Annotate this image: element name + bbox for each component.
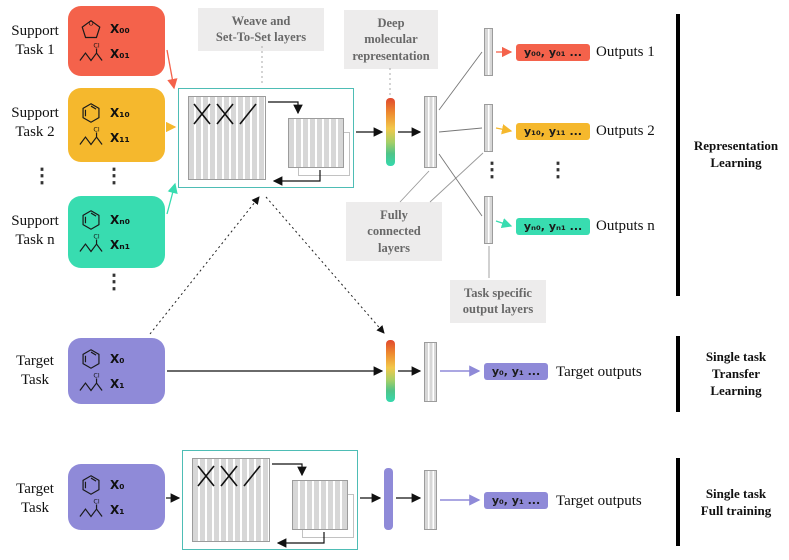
molecule-row: X₀	[68, 473, 165, 497]
representation-section-label: Representation Learning	[693, 138, 779, 170]
molecule-chain-icon	[79, 232, 103, 252]
transfer-fc-bars	[424, 342, 437, 402]
arrow-support1-to-encoder	[166, 49, 178, 90]
molecule-row: X₁₀	[68, 101, 165, 125]
input-label: X₀₁	[110, 46, 130, 61]
vertical-ellipsis: ⋮	[32, 165, 52, 187]
target-task-transfer-molecules: X₀ X₁	[68, 338, 165, 404]
full-section-bar	[676, 458, 680, 546]
deep-representation-note: Deep molecular representation	[344, 10, 438, 69]
support-task-1-label: Support Task 1	[11, 23, 59, 58]
vertical-ellipsis: ⋮	[548, 159, 568, 181]
input-label: X₀₀	[110, 21, 130, 36]
input-label: X₁	[110, 376, 125, 391]
target-outputs-full-text: Target outputs	[556, 493, 642, 509]
molecule-row: X₀	[68, 347, 165, 371]
support-task-2-molecules: X₁₀ X₁₁	[68, 88, 165, 162]
outputs-1-text: Outputs 1	[596, 44, 655, 60]
input-label: X₁₁	[110, 130, 130, 145]
vertical-ellipsis: ⋮	[104, 165, 124, 187]
atom-pair-marks-icon	[193, 103, 257, 125]
full-fc-bars	[424, 470, 437, 530]
input-label: X₀	[110, 351, 125, 366]
target-outputs-full-badge: y₀, y₁ ...	[484, 492, 548, 509]
set2set-layer-bars-full	[292, 480, 348, 530]
molecule-ring-icon	[82, 348, 100, 369]
fully-connected-bars	[424, 96, 437, 168]
set2set-layer-bars	[288, 118, 344, 168]
molecule-row: X₁₁	[68, 125, 165, 150]
support-task-2-label: Support Task 2	[11, 105, 59, 140]
outputs-2-badge: y₁₀, y₁₁ ...	[516, 123, 590, 140]
target-outputs-transfer-text: Target outputs	[556, 364, 642, 380]
outputs-n-badge: yₙ₀, yₙ₁ ...	[516, 218, 590, 235]
target-task-full-label: Target Task	[16, 481, 54, 516]
molecule-pentagon-icon	[81, 18, 101, 38]
line-fully-note-1	[399, 170, 430, 203]
transfer-section-bar	[676, 336, 680, 412]
line-fully-note-2	[429, 152, 484, 203]
support-task-n-molecules: Xₙ₀ Xₙ₁	[68, 196, 165, 268]
dotted-arrow-target-to-encoder	[149, 196, 260, 335]
molecule-ring-icon	[82, 102, 100, 123]
molecule-ring-icon	[82, 209, 100, 230]
molecule-chain-icon	[79, 497, 103, 517]
target-task-full-molecules: X₀ X₁	[68, 464, 165, 530]
arrow-supportn-to-encoder	[166, 182, 178, 215]
input-label: X₁	[110, 502, 125, 517]
molecule-row: X₀₁	[68, 41, 165, 66]
target-outputs-transfer-badge: y₀, y₁ ...	[484, 363, 548, 380]
outputs-n-text: Outputs n	[596, 218, 655, 234]
line-fc-to-taskn	[438, 153, 483, 217]
task1-output-layer-bar	[484, 28, 493, 76]
molecule-chain-icon	[79, 371, 103, 391]
task2-output-layer-bar	[484, 104, 493, 152]
taskn-output-layer-bar	[484, 196, 493, 244]
full-section-label: Single task Full training	[700, 486, 772, 518]
transfer-embedding-bar	[386, 340, 395, 402]
support-task-n-label: Support Task n	[11, 213, 59, 248]
molecule-ring-icon	[82, 474, 100, 495]
weave-note: Weave and Set-To-Set layers	[198, 8, 324, 51]
input-label: X₀	[110, 477, 125, 492]
molecule-chain-icon	[79, 41, 103, 61]
support-task-1-molecules: X₀₀ X₀₁	[68, 6, 165, 76]
input-label: Xₙ₁	[110, 237, 130, 252]
molecule-chain-icon	[79, 125, 103, 145]
vertical-ellipsis: ⋮	[104, 271, 124, 293]
arrow-task2-to-badge	[495, 124, 513, 135]
input-label: Xₙ₀	[110, 212, 130, 227]
molecule-row: X₁	[68, 497, 165, 522]
atom-pair-marks-icon	[197, 465, 261, 487]
weave-layer-bars	[188, 96, 266, 180]
arrow-taskn-to-badge	[495, 218, 513, 229]
vertical-ellipsis: ⋮	[482, 159, 502, 181]
task-specific-note: Task specific output layers	[450, 280, 546, 323]
molecular-embedding-bar	[386, 98, 395, 166]
transfer-section-label: Single task Transfer Learning	[705, 349, 767, 398]
molecule-row: X₁	[68, 371, 165, 396]
outputs-1-badge: y₀₀, y₀₁ ...	[516, 44, 590, 61]
molecule-row: X₀₀	[68, 17, 165, 41]
full-embedding-bar	[384, 468, 393, 530]
molecule-row: Xₙ₁	[68, 232, 165, 257]
line-fc-to-task2	[438, 127, 483, 133]
molecule-row: Xₙ₀	[68, 208, 165, 232]
weave-layer-bars-full	[192, 458, 270, 542]
input-label: X₁₀	[110, 105, 130, 120]
outputs-2-text: Outputs 2	[596, 123, 655, 139]
fully-connected-note: Fully connected layers	[346, 202, 442, 261]
representation-section-bar	[676, 14, 680, 296]
line-fc-to-task1	[438, 51, 483, 111]
target-task-transfer-label: Target Task	[16, 353, 54, 388]
